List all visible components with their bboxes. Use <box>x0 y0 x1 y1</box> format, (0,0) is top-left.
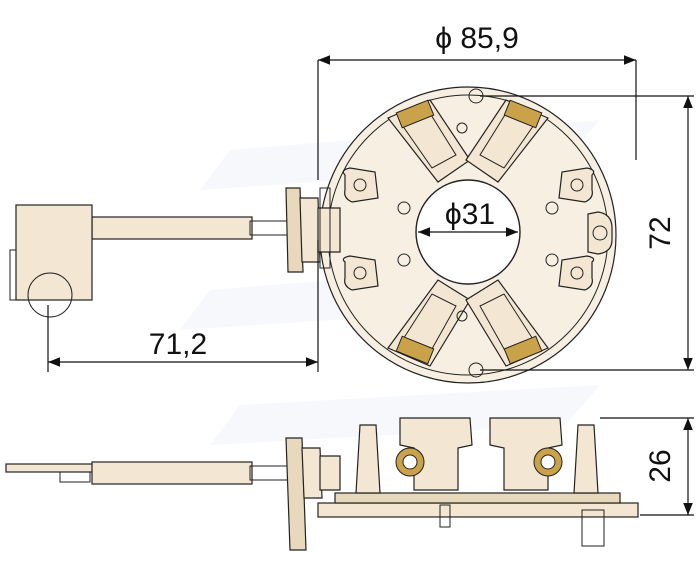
height-label: 72 <box>644 216 677 249</box>
brush-holder-bottom-left <box>387 279 471 367</box>
side-view <box>5 417 639 551</box>
brush-holder-bottom-right <box>465 279 549 367</box>
lead-wire <box>91 187 341 273</box>
terminal-hole <box>27 272 73 318</box>
side-lead <box>5 437 341 551</box>
side-brush-left <box>395 417 473 491</box>
side-brush-right <box>489 417 563 491</box>
lead-length-label: 71,2 <box>149 328 207 361</box>
dimension-inner-diameter: ϕ31 <box>418 198 518 237</box>
dimension-height: 72 <box>480 95 694 371</box>
top-view <box>9 86 617 384</box>
side-tabs <box>342 167 613 291</box>
dimension-outer-diameter: ϕ 85,9 <box>317 22 637 180</box>
inner-diameter-label: ϕ31 <box>445 198 495 231</box>
thickness-label: 26 <box>644 449 677 482</box>
terminal-connector <box>9 204 93 318</box>
outer-diameter-label: ϕ 85,9 <box>435 22 519 55</box>
brush-holder-top-right <box>465 99 549 183</box>
dimension-thickness: 26 <box>600 417 694 516</box>
dimension-lead-length: 71,2 <box>47 240 319 372</box>
